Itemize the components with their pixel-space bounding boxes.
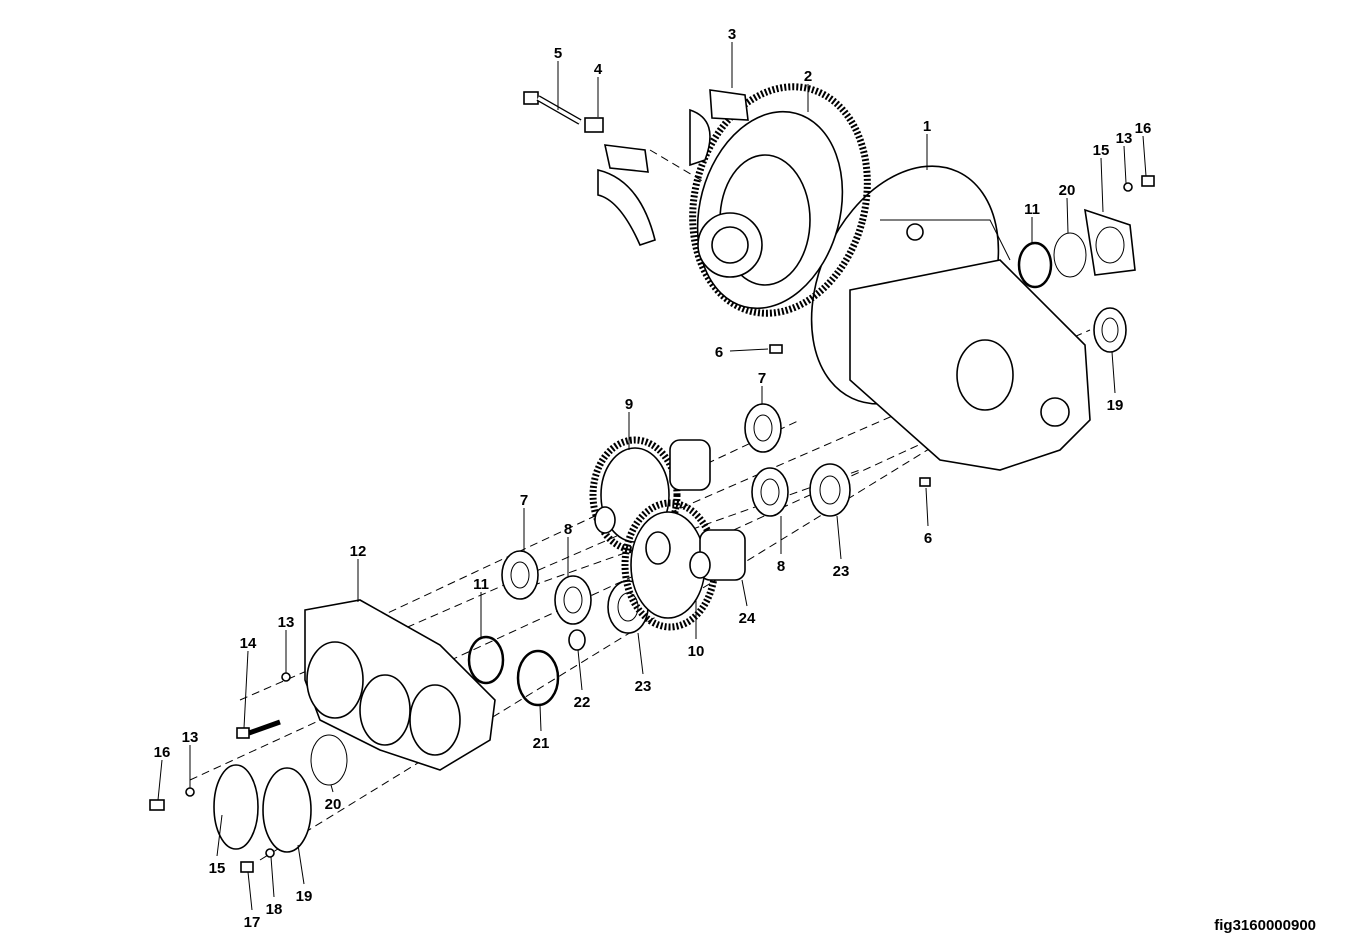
- callout-13: 13: [278, 614, 295, 631]
- callout-13: 13: [1116, 130, 1133, 147]
- callout-leaders: [157, 42, 1147, 911]
- callout-9: 9: [625, 396, 633, 413]
- part-ring-gear: [689, 83, 871, 317]
- callout-6: 6: [715, 344, 723, 361]
- callout-23: 23: [833, 563, 850, 580]
- callout-20: 20: [1059, 182, 1076, 199]
- callout-7: 7: [758, 370, 766, 387]
- callout-15: 15: [1093, 142, 1110, 159]
- callout-12: 12: [350, 543, 367, 560]
- callout-8: 8: [777, 558, 785, 575]
- callout-18: 18: [266, 901, 283, 918]
- part-bolt-and-nut: [523, 91, 604, 133]
- callout-19: 19: [1107, 397, 1124, 414]
- callout-14: 14: [240, 635, 257, 652]
- part-bearing-caps: [597, 89, 749, 246]
- callout-10: 10: [688, 643, 705, 660]
- callout-20: 20: [325, 796, 342, 813]
- callout-15: 15: [209, 860, 226, 877]
- callout-22: 22: [574, 694, 591, 711]
- callout-16: 16: [1135, 120, 1152, 137]
- callout-labels: 1 2 3 4 5 6 6 7 7 8 8 9 10 11 11 12 13 1…: [154, 26, 1152, 931]
- figure-id: fig3160000900: [1214, 917, 1316, 934]
- callout-6: 6: [924, 530, 932, 547]
- callout-5: 5: [554, 45, 562, 62]
- callout-4: 4: [594, 61, 603, 78]
- callout-23: 23: [635, 678, 652, 695]
- callout-21: 21: [533, 735, 550, 752]
- callout-17: 17: [244, 914, 261, 931]
- callout-8: 8: [564, 521, 572, 538]
- callout-24: 24: [739, 610, 756, 627]
- part-end-cover: [304, 599, 496, 771]
- callout-2: 2: [804, 68, 812, 85]
- callout-11: 11: [473, 576, 489, 593]
- callout-3: 3: [728, 26, 736, 43]
- callout-11: 11: [1024, 201, 1040, 218]
- callout-1: 1: [923, 118, 931, 135]
- callout-13: 13: [182, 729, 199, 746]
- callout-7: 7: [520, 492, 528, 509]
- callout-19: 19: [296, 888, 313, 905]
- part-gears: [589, 436, 746, 631]
- callout-16: 16: [154, 744, 171, 761]
- part-plates-and-bolts: [149, 175, 1155, 873]
